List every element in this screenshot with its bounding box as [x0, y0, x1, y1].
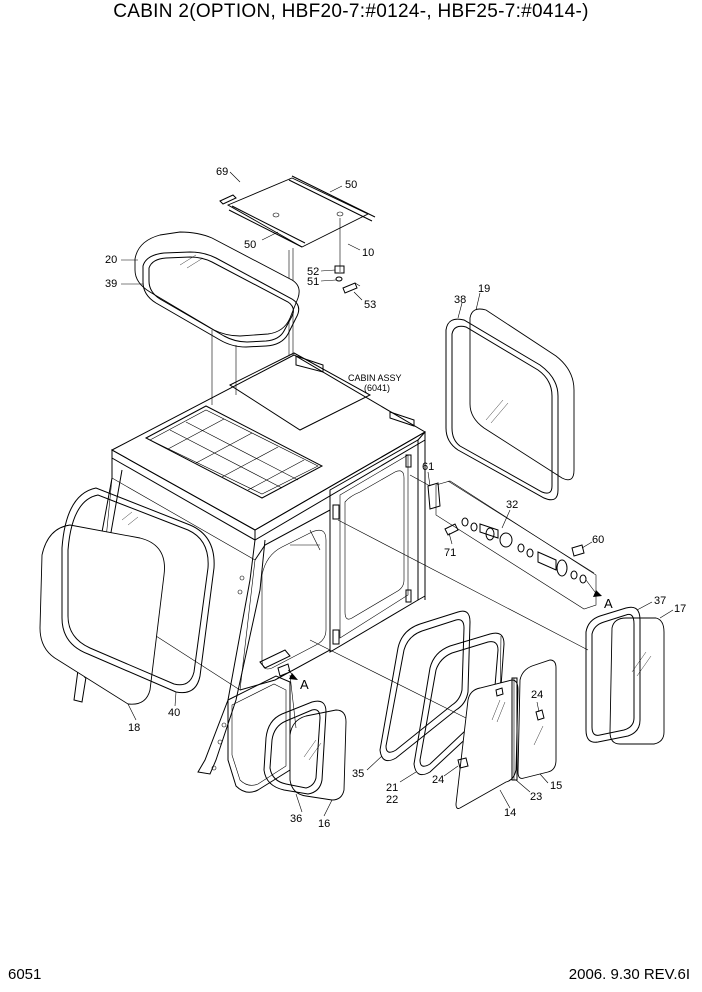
callout-50-bottom: 50 — [244, 239, 256, 251]
callout-18: 18 — [128, 722, 140, 734]
roof-fastener-hardware — [334, 265, 361, 294]
cabin-assy-name: CABIN ASSY — [348, 373, 402, 383]
page-number: 6051 — [8, 966, 42, 983]
callout-21: 21 — [386, 782, 398, 794]
right-rear-window-and-seal — [445, 308, 575, 501]
callout-20: 20 — [105, 254, 117, 266]
cabin-frame — [73, 352, 426, 793]
callout-leaders — [121, 171, 674, 817]
callout-40: 40 — [168, 707, 180, 719]
callout-61: 61 — [422, 461, 434, 473]
callout-35: 35 — [352, 768, 364, 780]
sliding-door-glass — [455, 659, 557, 809]
callout-39: 39 — [105, 278, 117, 290]
callout-37: 37 — [654, 595, 666, 607]
door-latch-parts — [409, 474, 602, 610]
right-side-window-and-seal — [585, 606, 665, 745]
page-title: CABIN 2(OPTION, HBF20-7:#0124-, HBF25-7:… — [113, 1, 589, 22]
lower-side-glass-and-seal — [263, 674, 347, 801]
callout-15: 15 — [550, 780, 562, 792]
view-marker-a-right-label: A — [604, 596, 613, 611]
callout-24-lower: 24 — [432, 774, 444, 786]
cabin-assy-code: (6041) — [364, 383, 390, 393]
callout-24-upper: 24 — [531, 689, 543, 701]
front-windshield-and-seal — [39, 487, 215, 705]
callout-labels: 69 50 50 10 20 39 52 51 53 38 19 CABIN A… — [105, 166, 686, 830]
revision-date: 2006. 9.30 REV.6I — [568, 966, 690, 983]
callout-14: 14 — [504, 807, 516, 819]
view-marker-a-lower — [277, 663, 298, 680]
callout-23: 23 — [530, 791, 542, 803]
callout-60: 60 — [592, 534, 604, 546]
callout-50-top: 50 — [345, 179, 357, 191]
callout-17: 17 — [674, 603, 686, 615]
callout-53: 53 — [364, 299, 376, 311]
sunroof-glass-and-seal — [134, 231, 300, 348]
callout-10: 10 — [362, 247, 374, 259]
callout-16: 16 — [318, 818, 330, 830]
callout-69: 69 — [216, 166, 228, 178]
callout-22: 22 — [386, 794, 398, 806]
callout-52: 52 — [307, 266, 319, 278]
callout-32: 32 — [506, 499, 518, 511]
callout-51: 51 — [307, 276, 319, 288]
callout-19: 19 — [478, 283, 490, 295]
callout-71: 71 — [444, 547, 456, 559]
callout-36: 36 — [290, 813, 302, 825]
callout-38: 38 — [454, 294, 466, 306]
view-marker-a-lower-label: A — [300, 677, 309, 692]
